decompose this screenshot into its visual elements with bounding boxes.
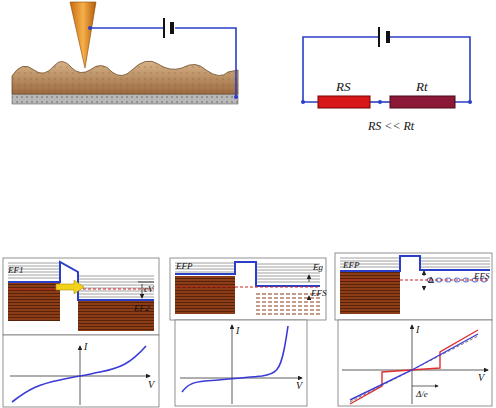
gap-label: Δ <box>428 276 434 285</box>
energy-level <box>256 309 320 310</box>
energy-level <box>420 261 490 262</box>
axis-label: I <box>416 325 419 335</box>
resistor-symbol <box>318 96 370 108</box>
tunnel-arrow <box>56 280 84 294</box>
energy-level <box>420 258 490 259</box>
gap-label: Eg <box>313 263 323 272</box>
stm-tip <box>70 2 96 68</box>
fermi-level-label: EF1 <box>8 266 24 275</box>
barrier <box>8 262 154 300</box>
energy-level <box>256 293 320 294</box>
energy-level <box>256 301 320 302</box>
energy-level <box>420 264 490 265</box>
axis-label: I <box>236 326 239 336</box>
energy-level <box>256 270 320 271</box>
wire <box>303 37 470 102</box>
fermi-level-label: EFP <box>343 261 360 270</box>
energy-level <box>78 297 154 298</box>
resistor-symbol <box>390 96 455 108</box>
gap-label: Δ/e <box>416 390 428 399</box>
resistor-label: RS <box>336 80 350 93</box>
bias-label: eV <box>144 285 154 294</box>
axis-label: V <box>478 373 484 383</box>
energy-level <box>256 279 320 280</box>
fermi-level-label: EF2 <box>134 304 150 313</box>
fermi-level-label: EFS <box>311 289 327 298</box>
energy-level <box>8 278 60 279</box>
energy-level <box>78 279 154 280</box>
energy-level <box>78 291 154 292</box>
axis-label: V <box>148 380 154 390</box>
condition-note: RS << Rt <box>368 120 414 132</box>
energy-level <box>420 267 490 268</box>
energy-level <box>78 294 154 295</box>
energy-level <box>256 264 320 265</box>
iv-curve <box>12 346 146 402</box>
battery-symbol <box>379 27 388 47</box>
battery-symbol <box>164 18 172 38</box>
energy-level <box>256 313 320 314</box>
panel <box>3 253 492 407</box>
energy-level <box>256 276 320 277</box>
stm-sample <box>12 61 238 104</box>
energy-level <box>78 276 154 277</box>
resistor-label: Rt <box>416 80 428 93</box>
energy-level <box>340 258 400 259</box>
wire <box>90 28 236 97</box>
energy-level <box>78 288 154 289</box>
axis-label: I <box>84 342 87 352</box>
energy-level <box>256 305 320 306</box>
fermi-level-label: EFP <box>176 262 193 271</box>
energy-level <box>8 263 60 264</box>
fermi-level-label: EFS <box>474 272 490 281</box>
energy-level <box>256 273 320 274</box>
energy-level <box>256 297 320 298</box>
energy-level <box>175 272 235 273</box>
energy-level <box>78 285 154 286</box>
energy-level <box>78 282 154 283</box>
energy-level <box>256 267 320 268</box>
energy-level <box>256 282 320 283</box>
axis-label: V <box>296 381 302 391</box>
